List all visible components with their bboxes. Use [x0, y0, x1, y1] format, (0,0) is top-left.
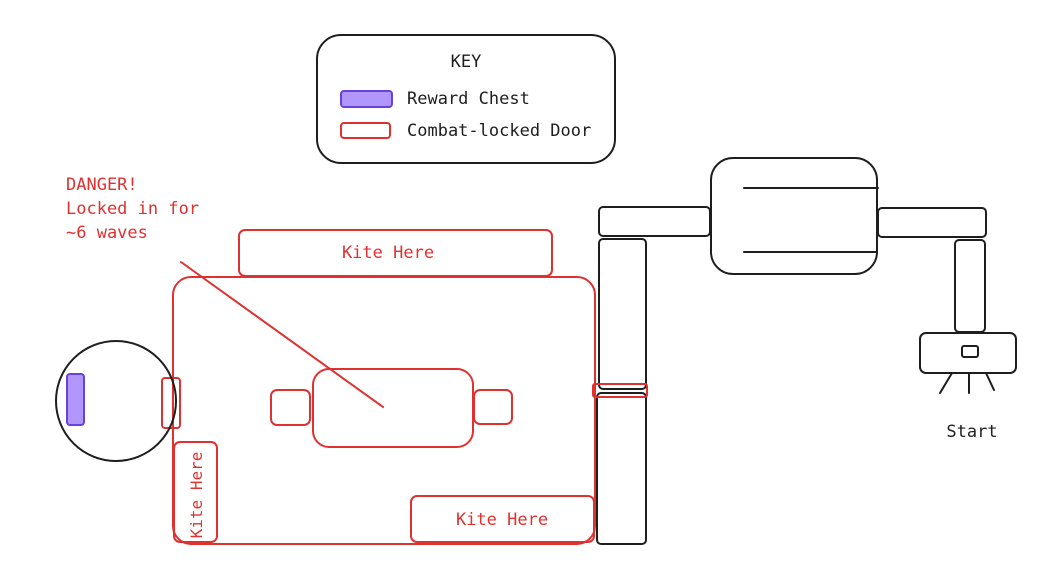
central-room-lines [743, 187, 879, 253]
reward-room [55, 340, 177, 462]
start-area: Start [596, 157, 1017, 545]
right-pillar [473, 389, 513, 425]
start-label: Start [946, 422, 997, 442]
corridor-west-horizontal [598, 206, 711, 237]
left-pillar [270, 389, 311, 426]
danger-line-2: Locked in for [66, 199, 199, 219]
arena-room [172, 276, 596, 545]
legend-box [316, 34, 616, 164]
combat-door-east [592, 383, 648, 398]
reward-chest [66, 373, 85, 426]
legend-label-reward-chest: Reward Chest [407, 89, 530, 109]
corridor-lower-vertical [596, 392, 647, 545]
kite-zone-top-label: Kite Here [342, 243, 434, 263]
combat-door-west [161, 377, 181, 429]
kite-zone-bottom-label: Kite Here [456, 510, 548, 530]
corridor-start-horizontal [877, 207, 987, 238]
danger-pointer-line [180, 261, 384, 408]
kite-zone-bottom [410, 495, 595, 543]
corridor-start-vertical [954, 239, 986, 333]
central-room [710, 157, 878, 275]
danger-line-1: DANGER! [66, 175, 138, 195]
legend: KEY Reward Chest Combat-locked Door [316, 34, 616, 164]
legend-label-combat-door: Combat-locked Door [407, 121, 591, 141]
reward-chest-swatch [340, 90, 393, 108]
legend-title: KEY [451, 52, 482, 72]
kite-zone-left-label: Kite Here [187, 452, 206, 539]
corridor-west-vertical [598, 238, 647, 390]
danger-line-3: ~6 waves [66, 223, 148, 243]
danger-annotation: DANGER! Locked in for ~6 waves [66, 175, 384, 408]
combat-arena: Kite Here Kite Here Kite Here [161, 229, 648, 545]
start-marker [961, 345, 979, 358]
combat-door-swatch [340, 122, 391, 139]
reward-room-circle [55, 340, 177, 462]
center-platform [312, 368, 474, 448]
start-pad [919, 332, 1017, 374]
kite-zone-top [238, 229, 553, 277]
kite-zone-left [173, 441, 218, 543]
start-legs [939, 372, 995, 394]
